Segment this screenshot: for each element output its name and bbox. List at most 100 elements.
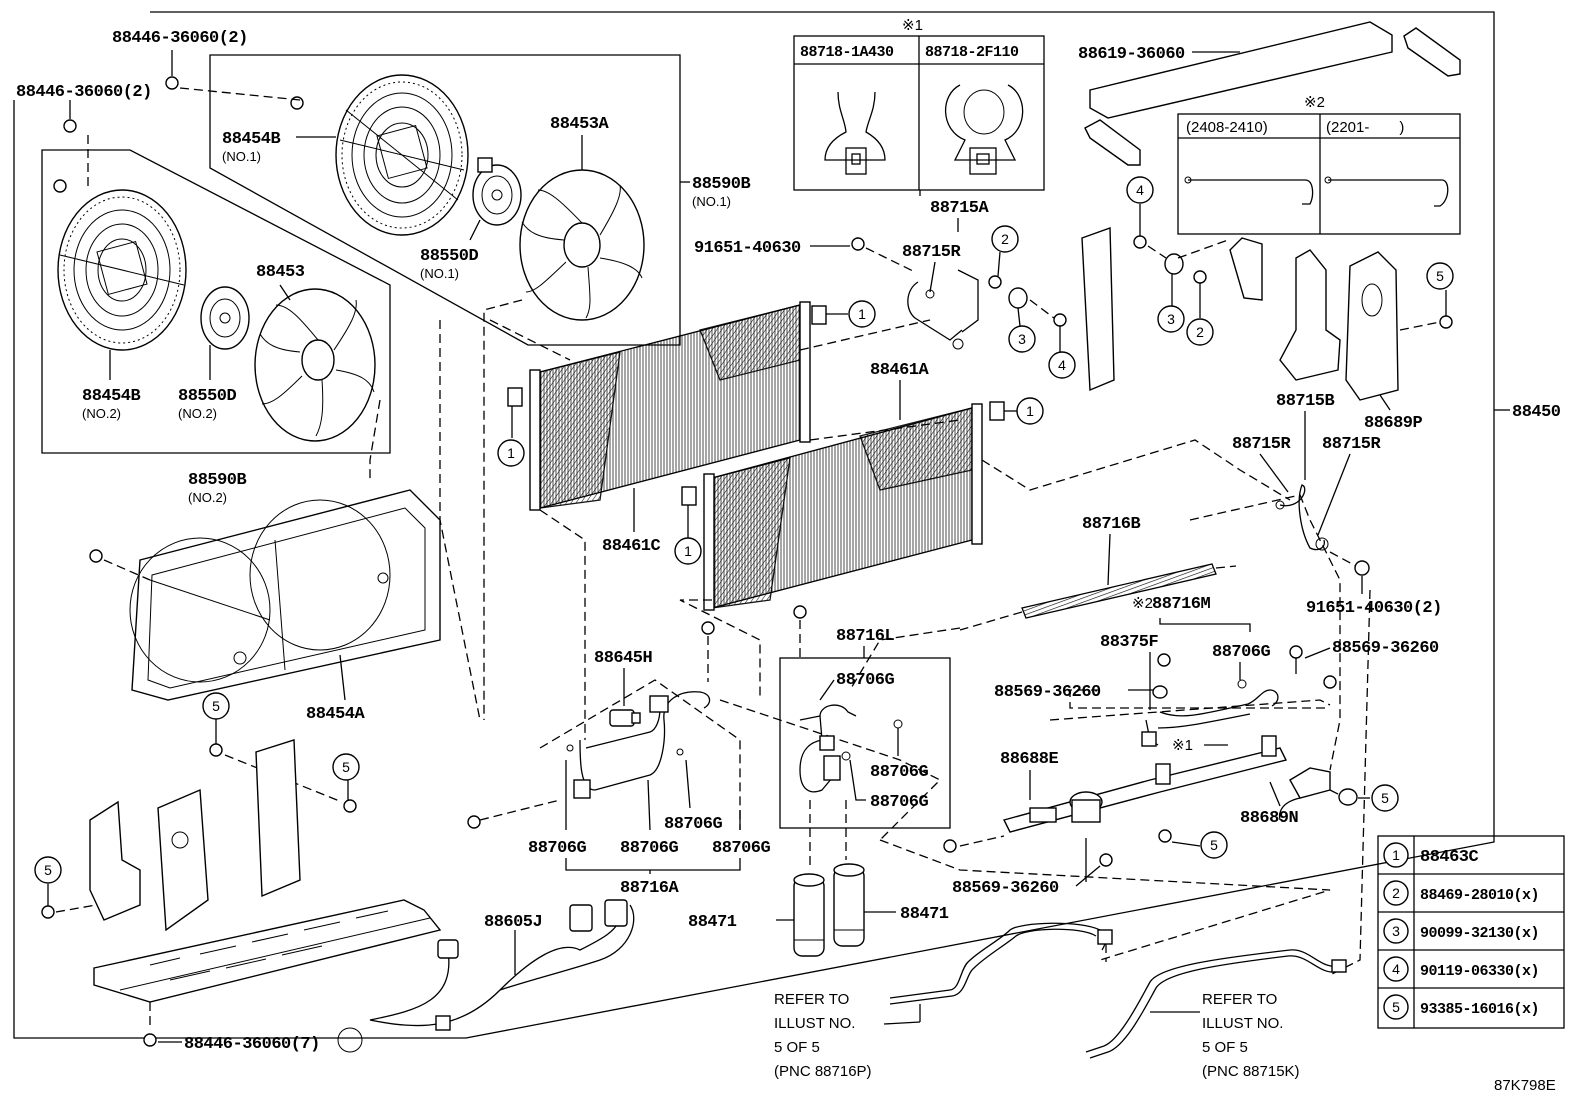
svg-text:5: 5 [1392, 999, 1400, 1015]
callout-5d: 5 [1426, 262, 1454, 290]
condenser-side-bracket [1081, 227, 1115, 392]
bolt-91651-2-label: 91651-40630(2) [1306, 599, 1442, 618]
svg-text:4: 4 [1136, 182, 1144, 198]
under-cover-part [93, 899, 442, 1003]
grommet-1d [681, 486, 697, 506]
svg-text:5: 5 [1436, 268, 1444, 284]
small-bracket-top [1229, 237, 1263, 301]
bolt-5a [209, 743, 223, 757]
bracket-n-part [1278, 767, 1331, 821]
o-ring-l3-label: 88706G [870, 793, 929, 812]
callout-5e: 5 [1371, 784, 1399, 812]
bracket-e-part [1002, 735, 1288, 833]
fan-no2-leader [279, 284, 291, 301]
tube-16b-part [1021, 563, 1217, 619]
condenser-c-part [529, 301, 811, 511]
legend-row-4: 4 90119-06330(x) [1383, 956, 1540, 982]
frame-label: 88454A [306, 705, 366, 724]
o-ring-m-label: 88706G [1212, 643, 1271, 662]
callout-5b: 5 [332, 753, 360, 781]
legend-row-5: 5 93385-16016(x) [1383, 994, 1540, 1020]
receiver-1-label: 88471 [688, 913, 737, 932]
bracket-p-part [1279, 249, 1399, 401]
condenser-a-part [703, 403, 983, 611]
fan-assy-no1-sub: (NO.1) [692, 194, 731, 209]
svg-text:4: 4 [1058, 357, 1066, 373]
callout-2a: 2 [991, 225, 1019, 253]
callout-4b: 4 [1048, 351, 1076, 379]
o-ring-a3-leader [685, 759, 691, 809]
bolt-top-1 [165, 76, 179, 90]
cond-dash-6 [679, 599, 761, 700]
shroud-no1-sub: (NO.1) [222, 149, 261, 164]
tube-16b-leader [1107, 533, 1111, 586]
bolt-91651-2 [1354, 560, 1370, 576]
callout-4a: 4 [1126, 176, 1154, 204]
bolt-88569-c-leader [1075, 865, 1101, 887]
spacer-3a-leader [1017, 307, 1021, 327]
receiver-2-part [833, 863, 865, 947]
cond-dash-2 [809, 419, 961, 441]
svg-text:3: 3 [1392, 923, 1400, 939]
frame-leader [339, 654, 346, 701]
tube-a-part [573, 691, 711, 799]
assembly-88450-label: 88450 [1512, 403, 1561, 422]
tube-a-label: 88716A [620, 879, 680, 898]
o-ring-a2-leader [647, 779, 651, 831]
bolt-4a [1133, 235, 1147, 249]
callout-3a: 3 [1008, 325, 1036, 353]
spacer-2a-leader [997, 251, 1001, 277]
lower-dash-3 [849, 627, 961, 691]
fan-no1-part [519, 169, 645, 321]
clamp-a-label: 88715A [930, 199, 990, 218]
bolt-5g [1338, 788, 1358, 806]
svg-text:5: 5 [1210, 837, 1218, 853]
o-ring-a1-label: 88706G [528, 839, 587, 858]
clamp-a-drawing [907, 269, 979, 350]
callout-5f: 5 [1200, 831, 1228, 859]
fan-assy-no2-label: 88590B [188, 471, 247, 490]
svg-text:1: 1 [858, 306, 866, 322]
svg-text:2: 2 [1196, 324, 1204, 340]
bracket-e-label: 88688E [1000, 750, 1059, 769]
shroud-no2-sub: (NO.2) [82, 406, 121, 421]
tube-16m-part [1141, 689, 1279, 747]
o-ring-l1-label: 88706G [836, 671, 895, 690]
cond-dash-3 [981, 439, 1291, 501]
callout-1d: 1 [674, 537, 702, 565]
fan-no1-label: 88453A [550, 115, 610, 134]
refer-left-leader [883, 1021, 921, 1025]
bolt-5f [1158, 829, 1172, 843]
frame-bolt [89, 549, 103, 563]
note1-table [793, 35, 1045, 191]
fan-assy-no2-sub: (NO.2) [188, 490, 227, 505]
tube-16p-part [889, 922, 1113, 1005]
fan-no2-dash [369, 399, 381, 480]
tube-l-bolt [793, 605, 807, 619]
cond-dash-1 [799, 319, 931, 351]
pressure-switch-part [609, 709, 641, 727]
lower-dash-2 [719, 699, 942, 841]
motor-no1-part [472, 157, 522, 226]
o-ring-l2 [893, 719, 903, 729]
fan-no2-part [254, 288, 376, 442]
bolt-5c-dash [55, 904, 97, 913]
tube-a-bolt-top [701, 621, 715, 635]
condenser-c-label: 88461C [602, 537, 661, 556]
assembly-88450-boundary [13, 11, 1495, 1039]
note1-mark: ※1 [902, 17, 923, 34]
note1-variant-2: 88718-2F110 [925, 44, 1019, 61]
o-ring-l1-leader [819, 679, 835, 701]
m-dash-2 [1049, 699, 1331, 721]
motor-no2-part [200, 286, 250, 350]
svg-text:1: 1 [507, 445, 515, 461]
note2-variant-2: (2201- ) [1326, 119, 1404, 136]
motor-no1-sub: (NO.1) [420, 266, 459, 281]
o-ring-a3-label: 88706G [664, 815, 723, 834]
cover-bolt-label: 88446-36060(7) [184, 1035, 320, 1054]
shroud-no2-label: 88454B [82, 387, 141, 406]
bolt-5f-leader [1171, 841, 1201, 847]
harness-label: 88605J [484, 913, 542, 932]
